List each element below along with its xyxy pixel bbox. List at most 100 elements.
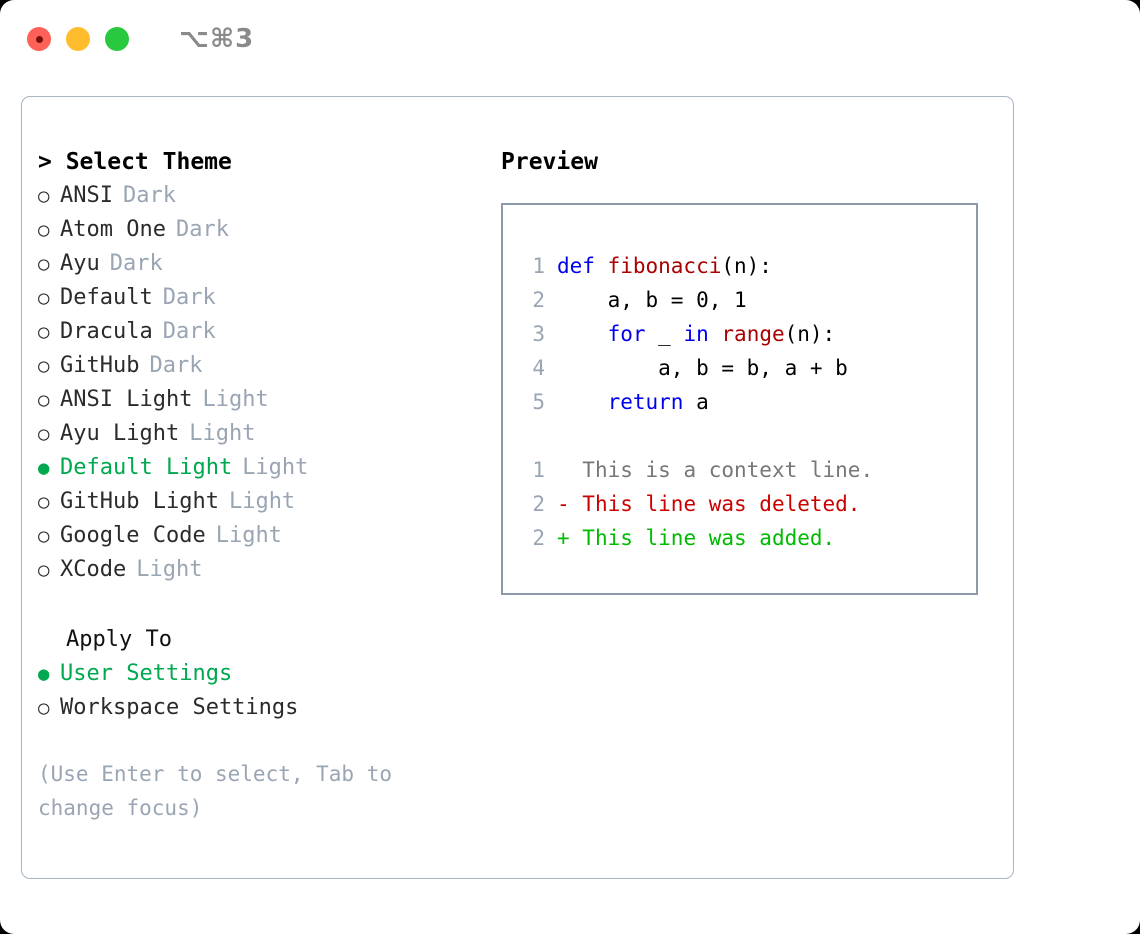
code-diff-spacer (503, 419, 976, 453)
section-spacer (38, 587, 498, 623)
code-line: 5 return a (503, 385, 976, 419)
title-bar: ⌥⌘3 (0, 0, 1140, 78)
radio-unselected-icon: ○ (38, 697, 50, 719)
code-line-text: def fibonacci(n): (557, 249, 772, 283)
radio-selected-icon: ● (38, 457, 50, 479)
code-line-number: 5 (532, 390, 545, 414)
theme-option-label: Google Code (60, 523, 206, 548)
code-token-plain: _ (645, 322, 684, 346)
apply-to-heading: Apply To (66, 627, 172, 652)
theme-option-github-light[interactable]: ○ GitHub Light Light (38, 485, 498, 519)
code-token-plain: a (683, 390, 709, 414)
theme-option-label: Atom One (60, 217, 166, 242)
radio-unselected-icon: ○ (38, 355, 50, 377)
code-line: 2 a, b = 0, 1 (503, 283, 976, 317)
theme-option-label: Dracula (60, 319, 153, 344)
diff-line-added: 2 + This line was added. (503, 521, 976, 555)
keyboard-hint-text: (Use Enter to select, Tab to change focu… (38, 762, 405, 820)
window-controls (27, 27, 129, 51)
radio-selected-icon: ● (38, 663, 50, 685)
radio-unselected-icon: ○ (38, 219, 50, 241)
theme-option-ansi-light[interactable]: ○ ANSI Light Light (38, 383, 498, 417)
apply-to-list: ● User Settings ○ Workspace Settings (38, 657, 498, 725)
code-line-number: 3 (532, 322, 545, 346)
maximize-window-icon[interactable] (105, 27, 129, 51)
theme-option-label: XCode (60, 557, 127, 582)
apply-to-option-workspace-settings[interactable]: ○ Workspace Settings (38, 691, 498, 725)
code-token-plain: a, b = b, a + b (557, 356, 848, 380)
radio-unselected-icon: ○ (38, 491, 50, 513)
radio-unselected-icon: ○ (38, 321, 50, 343)
code-token-plain (557, 322, 608, 346)
theme-option-variant: Light (136, 557, 203, 582)
theme-option-variant: Light (202, 387, 269, 412)
minimize-window-icon[interactable] (66, 27, 90, 51)
radio-unselected-icon: ○ (38, 253, 50, 275)
diff-line-text: This line was added. (569, 526, 836, 550)
code-token-plain: (n): (784, 322, 836, 346)
diff-line-number: 1 (532, 458, 545, 482)
theme-option-variant: Dark (109, 251, 163, 276)
theme-option-variant: Light (228, 489, 296, 514)
apply-to-option-label: User Settings (60, 661, 233, 686)
theme-option-label: Ayu (60, 251, 100, 276)
apply-to-option-label: Workspace Settings (60, 695, 299, 720)
radio-unselected-icon: ○ (38, 389, 50, 411)
diff-line-text: This line was deleted. (569, 492, 861, 516)
radio-unselected-icon: ○ (38, 423, 50, 445)
code-token-keyword: return (607, 390, 684, 414)
theme-option-label: GitHub Light (60, 489, 219, 514)
theme-option-default-light[interactable]: ● Default Light Light (38, 451, 498, 485)
theme-option-label: ANSI Light (60, 387, 193, 412)
theme-option-variant: Dark (175, 217, 229, 242)
theme-option-ayu[interactable]: ○ Ayu Dark (38, 247, 498, 281)
diff-line-number: 2 (532, 492, 545, 516)
keyboard-shortcut-label: ⌥⌘3 (179, 24, 255, 54)
code-line-number: 2 (532, 288, 545, 312)
radio-unselected-icon: ○ (38, 525, 50, 547)
diff-line-context: 1 This is a context line. (503, 453, 976, 487)
code-token-keyword: def (557, 254, 608, 278)
code-token-keyword: in (683, 322, 709, 346)
close-window-icon[interactable] (27, 27, 51, 51)
code-line-text: for _ in range(n): (557, 317, 836, 351)
code-token-plain: a, b = 0, 1 (557, 288, 747, 312)
theme-option-variant: Light (242, 455, 309, 480)
theme-option-dracula[interactable]: ○ Dracula Dark (38, 315, 498, 349)
diff-line-number: 2 (532, 526, 545, 550)
theme-option-label: Default (60, 285, 153, 310)
diff-marker-icon (557, 453, 570, 487)
theme-option-variant: Light (189, 421, 256, 446)
theme-option-variant: Light (215, 523, 282, 548)
theme-option-atom-one[interactable]: ○ Atom One Dark (38, 213, 498, 247)
code-token-function: fibonacci (607, 254, 722, 278)
code-line-text: a, b = 0, 1 (557, 283, 747, 317)
code-token-plain: (n): (721, 254, 772, 278)
diff-marker-icon: + (557, 526, 570, 550)
diff-line-text: This is a context line. (569, 458, 874, 482)
code-line-text: return a (557, 385, 709, 419)
radio-unselected-icon: ○ (38, 287, 50, 309)
theme-option-variant: Dark (162, 319, 216, 344)
preview-heading: Preview (501, 149, 598, 175)
theme-option-variant: Dark (149, 353, 203, 378)
code-line-text: a, b = b, a + b (557, 351, 848, 385)
theme-option-google-code[interactable]: ○ Google Code Light (38, 519, 498, 553)
diff-line-deleted: 2- This line was deleted. (503, 487, 976, 521)
theme-option-label: Default Light (60, 455, 233, 480)
apply-to-option-user-settings[interactable]: ● User Settings (38, 657, 498, 691)
code-token-keyword: for (607, 322, 646, 346)
theme-option-variant: Dark (122, 183, 176, 208)
